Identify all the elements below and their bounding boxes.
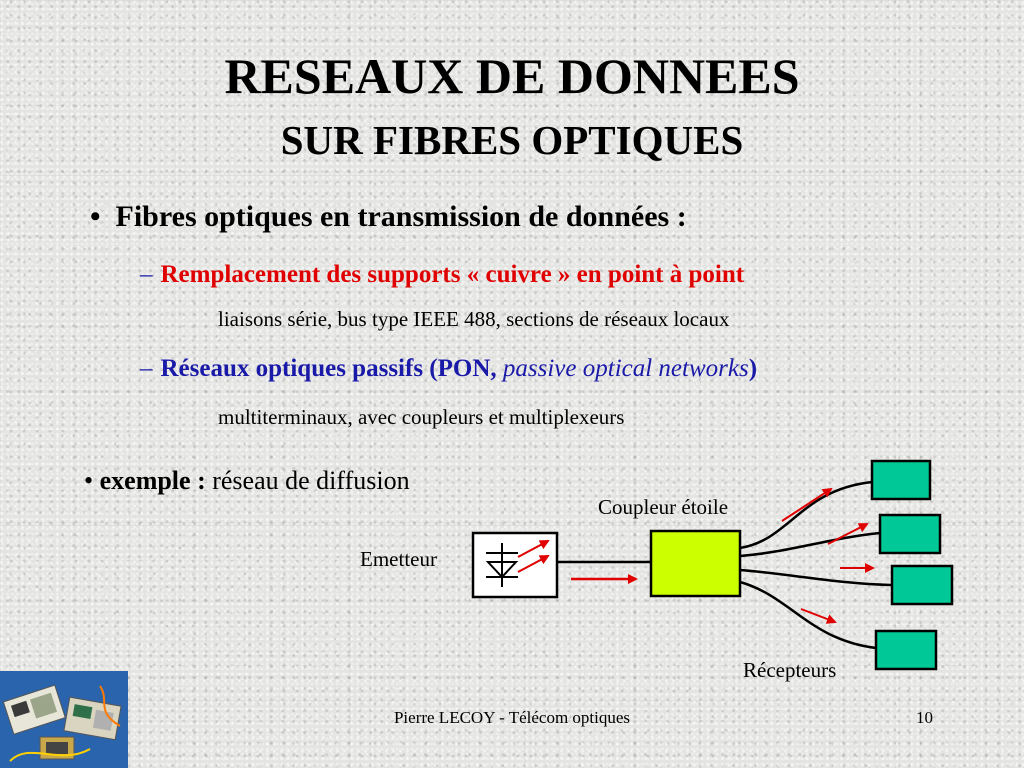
main-bullet-text: Fibres optiques en transmission de donné… bbox=[115, 200, 687, 233]
title-line2: SUR FIBRES OPTIQUES bbox=[280, 117, 744, 163]
output-arrows bbox=[781, 487, 875, 624]
output-arrow-2 bbox=[827, 523, 869, 545]
dash-marker: – bbox=[140, 355, 153, 382]
receiver-box-2 bbox=[878, 513, 942, 555]
output-arrow-1 bbox=[781, 487, 833, 522]
bullet-marker: • bbox=[90, 200, 101, 233]
output-arrow-4 bbox=[800, 608, 837, 624]
receiver-box-1 bbox=[870, 459, 932, 501]
sub-bullet-pon-italic: passive optical networks bbox=[502, 355, 749, 382]
main-bullet: • Fibres optiques en transmission de don… bbox=[90, 197, 687, 237]
coupler-label: Coupleur étoile bbox=[598, 495, 729, 519]
fiber-to-receiver-2 bbox=[739, 531, 881, 558]
fiber-to-receiver-1 bbox=[739, 480, 873, 550]
sub-bullet-pon: –Réseaux optiques passifs (PON, passive … bbox=[140, 352, 757, 386]
example-text: réseau de diffusion bbox=[212, 466, 410, 495]
fiber-to-receiver-4 bbox=[739, 580, 877, 650]
sub-bullet-pon-close: ) bbox=[748, 355, 758, 382]
example-label: exemple : bbox=[99, 466, 206, 495]
page-number: 10 bbox=[916, 708, 933, 727]
sub-bullet-copper: –Remplacement des supports « cuivre » en… bbox=[140, 258, 744, 292]
optical-modules-photo bbox=[0, 671, 128, 768]
example-marker: • bbox=[84, 466, 94, 495]
receiver-box-4 bbox=[874, 629, 938, 671]
sub-bullet-copper-detail: liaisons série, bus type IEEE 488, secti… bbox=[218, 307, 730, 331]
emission-arrow-2 bbox=[517, 555, 550, 573]
footer-author: Pierre LECOY - Télécom optiques bbox=[393, 708, 631, 727]
sub-bullet-copper-text: Remplacement des supports « cuivre » en … bbox=[160, 261, 745, 288]
emission-arrow-1 bbox=[517, 540, 550, 558]
dash-marker: – bbox=[140, 261, 153, 288]
sub-bullet-pon-bold: Réseaux optiques passifs (PON, bbox=[160, 355, 497, 382]
fiber-lines bbox=[558, 480, 893, 650]
emitter-label: Emetteur bbox=[360, 547, 437, 571]
receiver-box-3 bbox=[890, 564, 954, 606]
star-coupler-box bbox=[649, 529, 742, 598]
emitter-box bbox=[471, 531, 559, 599]
fiber-to-receiver-3 bbox=[739, 568, 893, 587]
receivers-label: Récepteurs bbox=[743, 658, 837, 682]
example-line: • exemple : réseau de diffusion bbox=[84, 464, 410, 498]
diode-icon bbox=[485, 543, 519, 587]
sub-bullet-pon-detail: multiterminaux, avec coupleurs et multip… bbox=[218, 405, 625, 429]
title-line1: RESEAUX DE DONNEES bbox=[224, 48, 800, 104]
